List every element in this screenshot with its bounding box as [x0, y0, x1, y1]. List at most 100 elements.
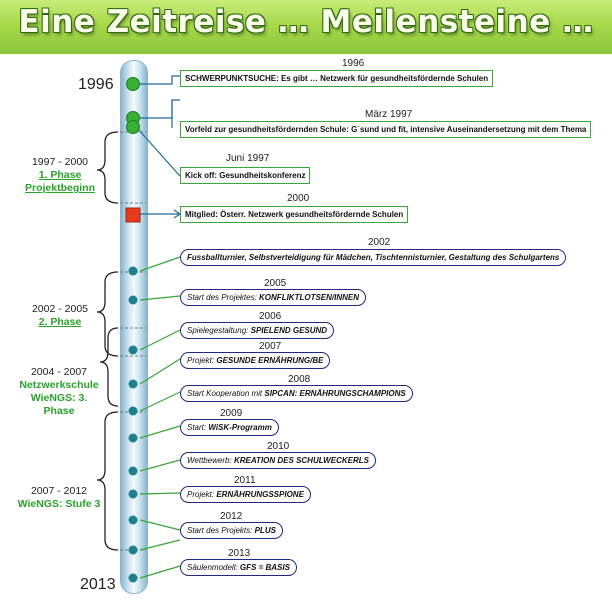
marker-2006: [128, 345, 138, 355]
marker-2005: [128, 295, 138, 305]
event-text-2010: KREATION DES SCHULWECKERLS: [233, 456, 369, 465]
event-text-2013: GFS = BASIS: [239, 563, 290, 572]
event-prefix-2006: Spielegestaltung:: [187, 326, 251, 335]
event-box-juni-1997: Kick off: Gesundheitskonferenz: [180, 167, 311, 184]
marker-2013: [128, 573, 138, 583]
event-prefix-2013: Säulenmodell:: [187, 563, 240, 572]
event-box-2000: Mitglied: Österr. Netzwerk gesundheitsfö…: [180, 206, 409, 223]
page-title: Eine Zeitreise … Meilensteine …: [18, 4, 594, 40]
phase-2: 2002 - 2005 2. Phase: [20, 303, 100, 329]
marker-juni-1997: [126, 120, 140, 134]
connector-2006: [139, 329, 181, 351]
connector-2008: [139, 391, 181, 412]
event-box-2012: Start des Projekts: PLUS: [180, 522, 283, 539]
marker-2010: [128, 466, 138, 476]
event-box-2011: Projekt: ERNÄHRUNGSSPIONE: [180, 486, 311, 503]
phase-3: 2004 - 2007 Netzwerkschule WieNGS: 3. Ph…: [14, 366, 104, 418]
event-year-2013: 2013: [228, 548, 251, 559]
event-year-2005: 2005: [264, 278, 287, 289]
timeline-bar: [120, 60, 148, 594]
phase-1-name: 1. Phase: [38, 169, 82, 181]
phase-4: 2007 - 2012 WieNGS: Stufe 3: [14, 485, 104, 511]
event-text-2012: PLUS: [254, 526, 276, 535]
marker-2011: [128, 489, 138, 499]
event-text-juni-1997: Kick off: Gesundheitskonferenz: [185, 171, 306, 180]
marker-2009: [128, 433, 138, 443]
event-text-2008: SIPCAN: ERNÄHRUNGSCHAMPIONS: [264, 389, 406, 398]
event-text-2005: KONFLIKTLOTSEN/INNEN: [259, 293, 360, 302]
event-year-2002: 2002: [368, 237, 391, 248]
marker-2012b: [128, 545, 138, 555]
event-year-2006: 2006: [259, 311, 282, 322]
event-prefix-2008: Start Kooperation mit: [187, 389, 265, 398]
event-year-2000: 2000: [287, 193, 310, 204]
marker-2008: [128, 406, 138, 416]
connector-2012b: [139, 539, 181, 551]
marker-1996: [126, 77, 140, 91]
phase-4-range: 2007 - 2012: [30, 485, 88, 497]
connector-2002: [139, 256, 181, 272]
event-year-maerz-1997: März 1997: [365, 109, 413, 120]
phase-1: 1997 - 2000 1. Phase Projektbeginn: [20, 156, 100, 195]
event-prefix-2007: Projekt:: [187, 356, 217, 365]
event-year-juni-1997: Juni 1997: [226, 153, 270, 164]
event-text-2011: ERNÄHRUNGSSPIONE: [216, 490, 304, 499]
brace-phase-1: [96, 131, 119, 204]
connector-2009: [139, 425, 181, 439]
connector-1996: [140, 75, 180, 85]
event-year-2008: 2008: [288, 374, 311, 385]
phase-2-range: 2002 - 2005: [31, 303, 89, 315]
event-box-2009: Start: WiSK-Programm: [180, 419, 279, 436]
phase-3-subname: WieNGS: 3. Phase: [30, 392, 88, 417]
brace-phase-2: [96, 271, 119, 357]
phase-4-name: WieNGS: Stufe 3: [17, 498, 101, 510]
event-year-2011: 2011: [234, 475, 256, 486]
marker-2012: [128, 515, 138, 525]
connector-2011: [139, 492, 181, 495]
event-box-2010: Wettbewerb: KREATION DES SCHULWECKERLS: [180, 452, 376, 469]
event-box-2013: Säulenmodell: GFS = BASIS: [180, 559, 297, 576]
event-year-2010: 2010: [267, 441, 290, 452]
event-prefix-2005: Start des Projektes:: [187, 293, 260, 302]
brace-phase-4: [96, 411, 119, 551]
header-banner: [0, 0, 612, 54]
event-prefix-2012: Start des Projekts:: [187, 526, 255, 535]
event-text-2006: SPIELEND GESUND: [250, 326, 328, 335]
phase-1-range: 1997 - 2000: [31, 156, 89, 168]
marker-2000: [125, 207, 141, 223]
event-box-2005: Start des Projektes: KONFLIKTLOTSEN/INNE…: [180, 289, 367, 306]
connector-juni-1997: [136, 127, 181, 177]
connector-2007: [139, 358, 181, 385]
event-year-1996: 1996: [342, 58, 365, 69]
event-text-2009: WiSK-Programm: [208, 423, 272, 432]
event-text-maerz-1997: Vorfeld zur gesundheitsfördernden Schule…: [185, 125, 587, 134]
marker-2002: [128, 266, 138, 276]
event-box-2002: Fussballturnier, Selbstverteidigung für …: [180, 249, 567, 266]
phase-2-name: 2. Phase: [38, 316, 82, 328]
start-year-label: 1996: [78, 76, 114, 93]
connector-2012: [139, 519, 181, 531]
marker-2007: [128, 379, 138, 389]
event-year-2007: 2007: [259, 341, 282, 352]
event-text-2007: GESUNDE ERNÄHRUNG/BE: [216, 356, 324, 365]
event-box-2006: Spielegestaltung: SPIELEND GESUND: [180, 322, 335, 339]
event-text-1996: SCHWERPUNKTSUCHE: Es gibt … Netzwerk für…: [185, 74, 489, 83]
event-text-2002: Fussballturnier, Selbstverteidigung für …: [187, 253, 560, 262]
connector-maerz-1997: [140, 99, 180, 119]
connector-2005: [139, 295, 181, 301]
phase-3-range: 2004 - 2007: [30, 366, 88, 378]
event-text-2000: Mitglied: Österr. Netzwerk gesundheitsfö…: [185, 210, 404, 219]
event-box-2007: Projekt: GESUNDE ERNÄHRUNG/BE: [180, 352, 331, 369]
event-prefix-2011: Projekt:: [187, 490, 217, 499]
phase-3-name: Netzwerkschule: [19, 379, 99, 391]
event-box-maerz-1997: Vorfeld zur gesundheitsfördernden Schule…: [180, 121, 592, 138]
connector-2010: [139, 459, 181, 472]
event-year-2012: 2012: [220, 511, 243, 522]
event-prefix-2009: Start:: [187, 423, 209, 432]
event-prefix-2010: Wettbewerb:: [187, 456, 234, 465]
end-year-label: 2013: [80, 576, 116, 593]
brace-phase-3: [99, 327, 119, 407]
event-year-2009: 2009: [220, 408, 243, 419]
phase-1-subname: Projektbeginn: [24, 182, 95, 194]
